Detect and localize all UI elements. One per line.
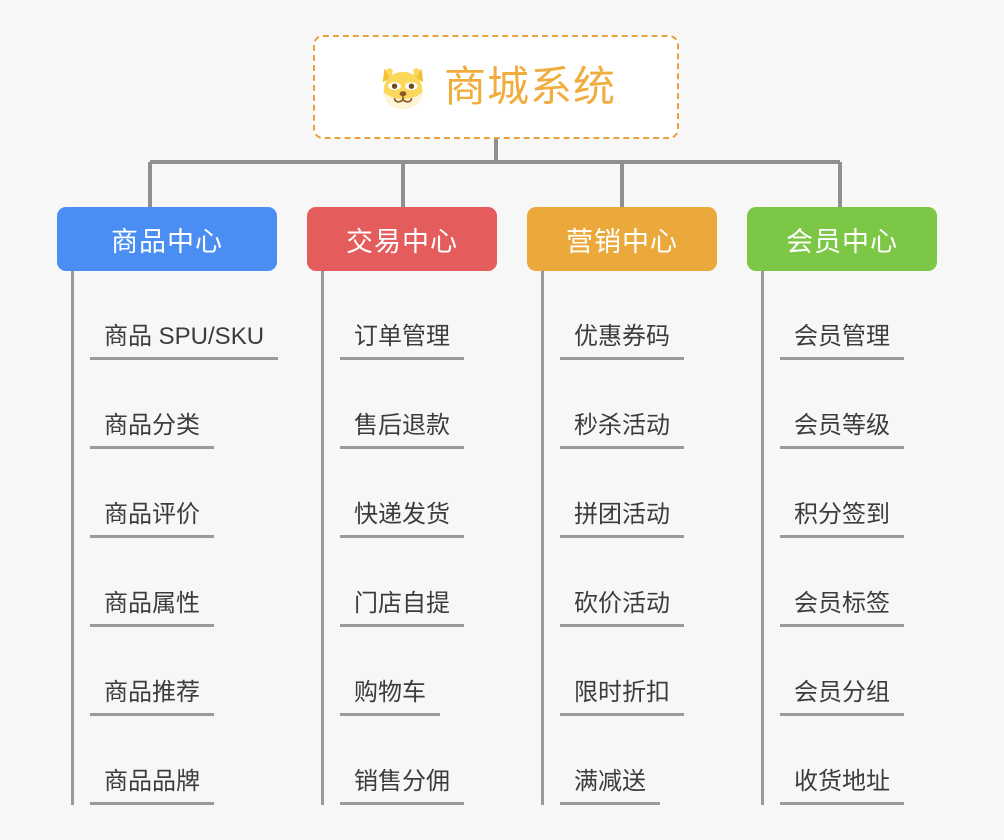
list-item[interactable]: 优惠券码 <box>560 271 717 360</box>
leaf-label: 订单管理 <box>340 323 464 360</box>
category-column-product: 商品中心 商品 SPU/SKU 商品分类 商品评价 商品属性 商品推荐 商品品牌 <box>57 207 279 805</box>
list-item[interactable]: 订单管理 <box>340 271 497 360</box>
leaf-label: 商品分类 <box>90 412 214 449</box>
list-item[interactable]: 秒杀活动 <box>560 360 717 449</box>
root-title: 商城系统 <box>443 63 616 110</box>
leaf-label: 优惠券码 <box>560 323 684 360</box>
leaf-list-product: 商品 SPU/SKU 商品分类 商品评价 商品属性 商品推荐 商品品牌 <box>71 271 279 805</box>
category-header-label: 会员中心 <box>786 226 898 257</box>
leaf-label: 砍价活动 <box>560 590 684 627</box>
leaf-label: 会员等级 <box>780 412 904 449</box>
leaf-label: 商品属性 <box>90 590 214 627</box>
list-item[interactable]: 商品品牌 <box>90 716 277 805</box>
leaf-label: 商品品牌 <box>90 768 214 805</box>
list-item[interactable]: 商品 SPU/SKU <box>90 271 279 360</box>
list-item[interactable]: 会员管理 <box>780 271 937 360</box>
list-item[interactable]: 砍价活动 <box>560 538 717 627</box>
list-item[interactable]: 商品评价 <box>90 449 277 538</box>
list-item[interactable]: 销售分佣 <box>340 716 497 805</box>
leaf-label: 收货地址 <box>780 768 904 805</box>
leaf-label: 会员管理 <box>780 323 904 360</box>
leaf-label: 拼团活动 <box>560 501 684 538</box>
list-item[interactable]: 商品分类 <box>90 360 277 449</box>
category-header-label: 营销中心 <box>566 226 678 257</box>
leaf-label: 积分签到 <box>780 501 904 538</box>
leaf-label: 购物车 <box>340 679 440 716</box>
category-header-member[interactable]: 会员中心 <box>747 207 937 271</box>
category-header-label: 交易中心 <box>346 226 458 257</box>
leaf-label: 门店自提 <box>340 590 464 627</box>
list-item[interactable]: 会员标签 <box>780 538 937 627</box>
list-item[interactable]: 满减送 <box>560 716 717 805</box>
leaf-label: 商品评价 <box>90 501 214 538</box>
leaf-label: 限时折扣 <box>560 679 684 716</box>
list-item[interactable]: 限时折扣 <box>560 627 717 716</box>
list-item[interactable]: 售后退款 <box>340 360 497 449</box>
list-item[interactable]: 会员分组 <box>780 627 937 716</box>
leaf-label: 销售分佣 <box>340 768 464 805</box>
leaf-label: 商品 SPU/SKU <box>90 323 279 360</box>
category-header-marketing[interactable]: 营销中心 <box>527 207 717 271</box>
leaf-label: 会员标签 <box>780 590 904 627</box>
list-item[interactable]: 积分签到 <box>780 449 937 538</box>
category-column-trade: 交易中心 订单管理 售后退款 快递发货 门店自提 购物车 销售分佣 <box>307 207 497 805</box>
list-item[interactable]: 门店自提 <box>340 538 497 627</box>
leaf-label: 快递发货 <box>340 501 464 538</box>
list-item[interactable]: 会员等级 <box>780 360 937 449</box>
list-item[interactable]: 拼团活动 <box>560 449 717 538</box>
list-item[interactable]: 购物车 <box>340 627 497 716</box>
category-header-trade[interactable]: 交易中心 <box>307 207 497 271</box>
leaf-list-member: 会员管理 会员等级 积分签到 会员标签 会员分组 收货地址 <box>761 271 937 805</box>
category-header-label: 商品中心 <box>111 226 223 257</box>
list-item[interactable]: 收货地址 <box>780 716 937 805</box>
leaf-label: 会员分组 <box>780 679 904 716</box>
list-item[interactable]: 快递发货 <box>340 449 497 538</box>
category-header-product[interactable]: 商品中心 <box>57 207 277 271</box>
leaf-list-trade: 订单管理 售后退款 快递发货 门店自提 购物车 销售分佣 <box>321 271 497 805</box>
root-node[interactable]: 商城系统 <box>313 35 679 139</box>
leaf-label: 秒杀活动 <box>560 412 684 449</box>
list-item[interactable]: 商品推荐 <box>90 627 277 716</box>
category-column-marketing: 营销中心 优惠券码 秒杀活动 拼团活动 砍价活动 限时折扣 满减送 <box>527 207 717 805</box>
list-item[interactable]: 商品属性 <box>90 538 277 627</box>
category-column-member: 会员中心 会员管理 会员等级 积分签到 会员标签 会员分组 收货地址 <box>747 207 937 805</box>
leaf-label: 售后退款 <box>340 412 464 449</box>
leaf-list-marketing: 优惠券码 秒杀活动 拼团活动 砍价活动 限时折扣 满减送 <box>541 271 717 805</box>
leaf-label: 商品推荐 <box>90 679 214 716</box>
leaf-label: 满减送 <box>560 768 660 805</box>
shiba-dog-face-icon <box>382 68 424 109</box>
